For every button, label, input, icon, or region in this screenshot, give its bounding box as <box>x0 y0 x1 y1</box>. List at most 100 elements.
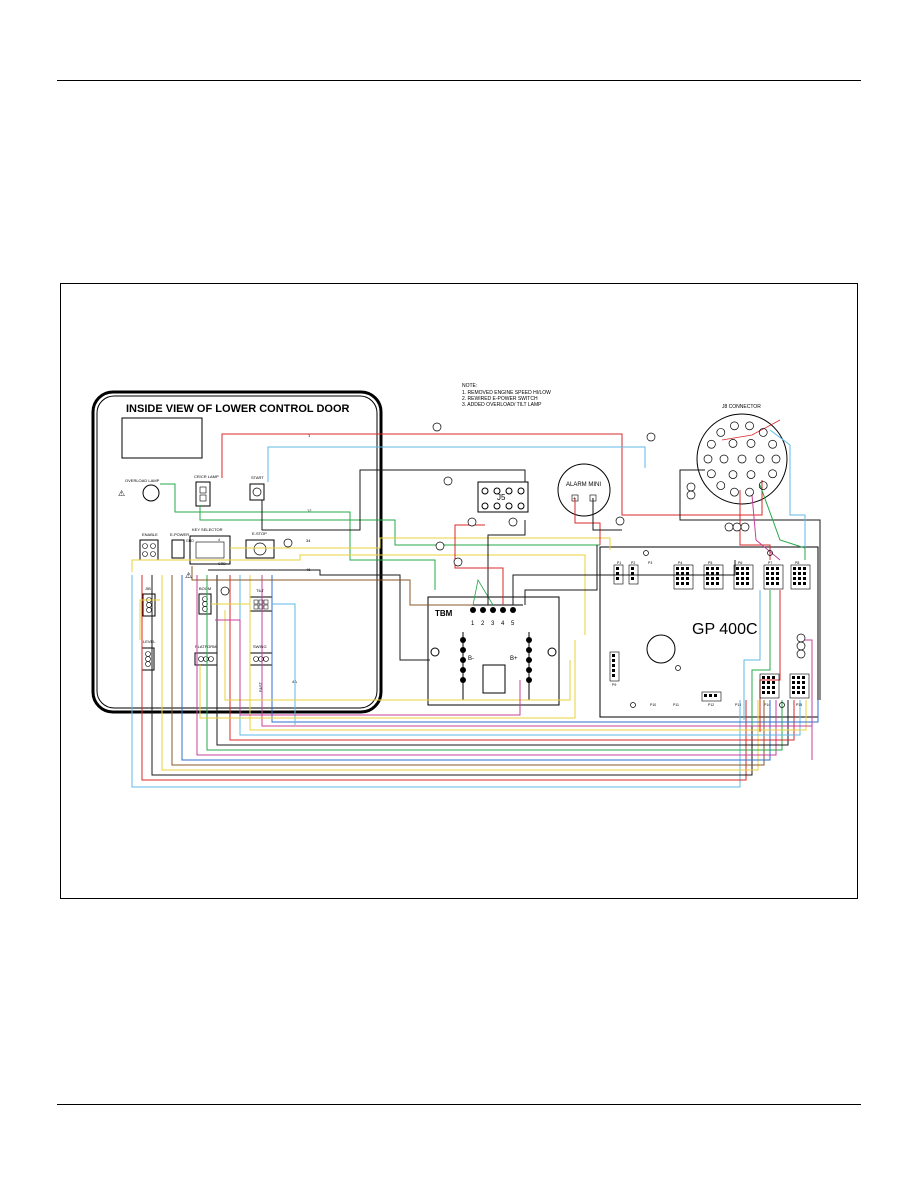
board-pin <box>792 691 795 694</box>
j8-pin-15 <box>755 454 765 464</box>
jib-label: JIB <box>145 586 151 591</box>
board-pin <box>616 572 619 575</box>
diagram-frame <box>60 283 858 899</box>
board-pin <box>676 567 679 570</box>
board-pin <box>676 577 679 580</box>
board-pin <box>681 577 684 580</box>
callout-circle-4 <box>508 517 518 527</box>
harness-wire-4 <box>161 575 759 771</box>
harness-wire-12 <box>249 575 807 731</box>
board-pin <box>714 694 717 697</box>
board-pin <box>741 582 744 585</box>
j8-magenta-out <box>751 494 781 561</box>
board-pin <box>616 577 619 580</box>
board-pin <box>792 681 795 684</box>
cr-lamp: CR/CR LAMP <box>194 474 219 507</box>
board-pin <box>704 694 707 697</box>
harness-wire-14 <box>271 575 819 723</box>
board-pin <box>681 567 684 570</box>
port-p9: P9 <box>612 683 616 687</box>
board-pin <box>716 582 719 585</box>
board-connector-3 <box>673 564 694 590</box>
harness-wire-8 <box>206 575 783 751</box>
alarm-mini: ALARM MINI + - <box>557 463 611 517</box>
j8-label: J8 CONNECTOR <box>722 404 761 410</box>
wiring-harness <box>131 419 821 788</box>
board-pin <box>762 691 765 694</box>
j8-pin-6 <box>716 481 726 490</box>
board-pin <box>767 686 770 689</box>
j8-pin-16 <box>746 470 756 479</box>
e-power-label: E-POWER <box>170 532 189 537</box>
board-pin <box>709 694 712 697</box>
start-switch: START <box>249 475 265 501</box>
board-pin <box>776 572 779 575</box>
level-switch: LEVEL <box>141 639 156 671</box>
board-pin <box>798 582 801 585</box>
j8-pin-19 <box>728 439 738 448</box>
board-pin <box>793 577 796 580</box>
board-ladder-3 <box>759 590 781 732</box>
note-line-3: 3. ADDED OVERLOAD/ TILT LAMP <box>462 402 542 408</box>
board-pin <box>686 577 689 580</box>
jib-switch: JIB <box>142 586 156 617</box>
tbm-terminal-5: 5 <box>511 621 515 627</box>
tbm-b-minus: B- <box>468 656 474 662</box>
callout-circle-13 <box>724 522 734 532</box>
j5-connector: J5 <box>477 481 529 513</box>
e-stop-label: E-STOP <box>252 531 267 536</box>
board-pin <box>612 654 615 657</box>
board-pin <box>797 681 800 684</box>
port-p7: P7 <box>768 561 772 565</box>
note-line-2: 2. REWIRED E-POWER SWITCH <box>462 396 538 402</box>
board-pin <box>612 659 615 662</box>
board-pin <box>767 681 770 684</box>
callout-circle-11 <box>283 538 293 548</box>
board-pin <box>741 577 744 580</box>
callout-circle-12 <box>220 586 230 596</box>
board-pin <box>706 582 709 585</box>
j8-pin-12 <box>745 421 754 431</box>
port-p1: P1 <box>617 561 621 565</box>
board-pin <box>803 577 806 580</box>
tbm-terminal-2: 2 <box>481 621 485 627</box>
board-pin <box>736 572 739 575</box>
board-pin <box>798 572 801 575</box>
callout-circle-9 <box>686 482 696 492</box>
e-power-switch: E-POWER ⚠ <box>170 532 192 580</box>
j8-green-out <box>759 484 806 560</box>
board-pin <box>772 681 775 684</box>
board-pin <box>706 577 709 580</box>
callout-circle-3 <box>467 517 477 527</box>
callout-circle-14 <box>732 522 742 532</box>
tbm-terminal-1: 1 <box>471 621 475 627</box>
board-pin <box>766 577 769 580</box>
board-pin <box>741 567 744 570</box>
callout-circle-15 <box>740 522 750 532</box>
magenta-run-1 <box>215 619 521 716</box>
board-pin <box>797 686 800 689</box>
board-pin <box>716 567 719 570</box>
port-p11: P11 <box>673 703 679 707</box>
j8-pin-14 <box>768 439 777 449</box>
j8-pin-10 <box>716 428 726 437</box>
board-pin <box>736 582 739 585</box>
callout-circle-16 <box>796 633 806 643</box>
key-selector-label: KEY SELECTOR <box>192 527 223 532</box>
board-pin <box>766 582 769 585</box>
enable-label: ENABLE <box>142 532 158 537</box>
board-pin <box>616 567 619 570</box>
callout-circle-10 <box>686 490 696 500</box>
swing-label: SWING <box>253 644 267 649</box>
board-connector-11 <box>701 691 722 702</box>
j8-red-out <box>739 490 771 560</box>
mounting-hole-5 <box>779 702 785 708</box>
board-pin <box>792 686 795 689</box>
board-pin <box>762 681 765 684</box>
board-pin <box>766 567 769 570</box>
board-pin <box>711 582 714 585</box>
key-position-left: GRD <box>186 539 194 543</box>
board-pin <box>746 572 749 575</box>
harness-wire-13 <box>261 575 813 727</box>
